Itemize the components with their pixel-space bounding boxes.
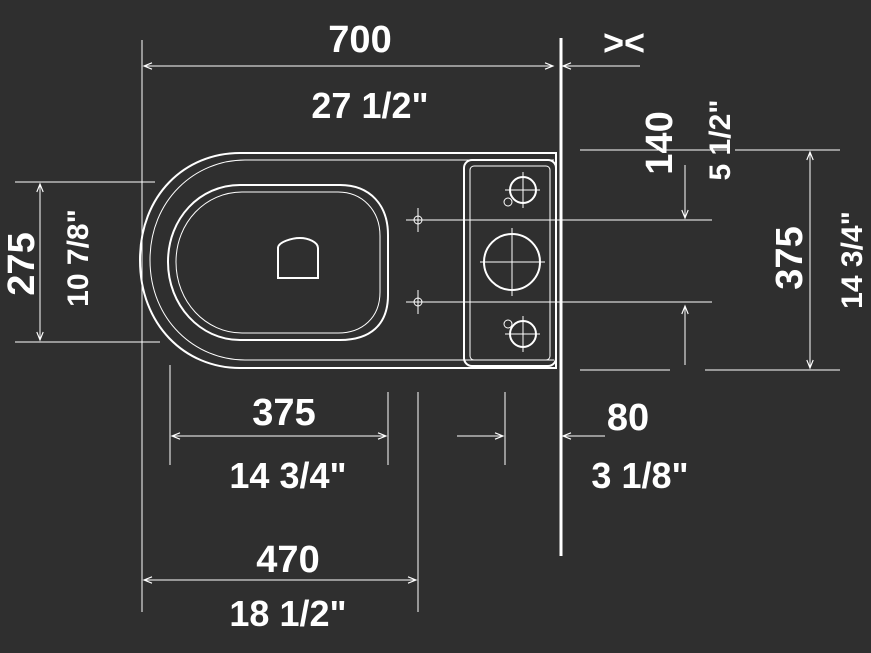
dim-rear-depth-in: 18 1/2" — [229, 593, 346, 634]
dim-rear-depth-mm: 470 — [256, 539, 319, 581]
dim-cistern-gap-mm: 80 — [607, 397, 649, 439]
dim-seat-width-mm: 275 — [1, 232, 43, 295]
wall-symbol: >< — [603, 22, 645, 63]
dim-fixing-spacing-mm: 375 — [769, 226, 811, 289]
dim-outlet-offset-mm: 140 — [639, 111, 681, 174]
toilet-outline — [138, 152, 557, 369]
dim-overall-length-in: 27 1/2" — [311, 85, 428, 126]
dim-overall-length-mm: 700 — [328, 19, 391, 61]
dimension-lines — [15, 40, 840, 612]
dim-fixing-spacing-in: 14 3/4" — [836, 211, 869, 309]
dim-bowl-depth-mm: 375 — [252, 392, 315, 434]
dim-outlet-offset-in: 5 1/2" — [704, 100, 737, 181]
dim-bowl-depth-in: 14 3/4" — [229, 455, 346, 496]
dim-cistern-gap-in: 3 1/8" — [591, 455, 688, 496]
dim-seat-width-in: 10 7/8" — [62, 209, 95, 307]
